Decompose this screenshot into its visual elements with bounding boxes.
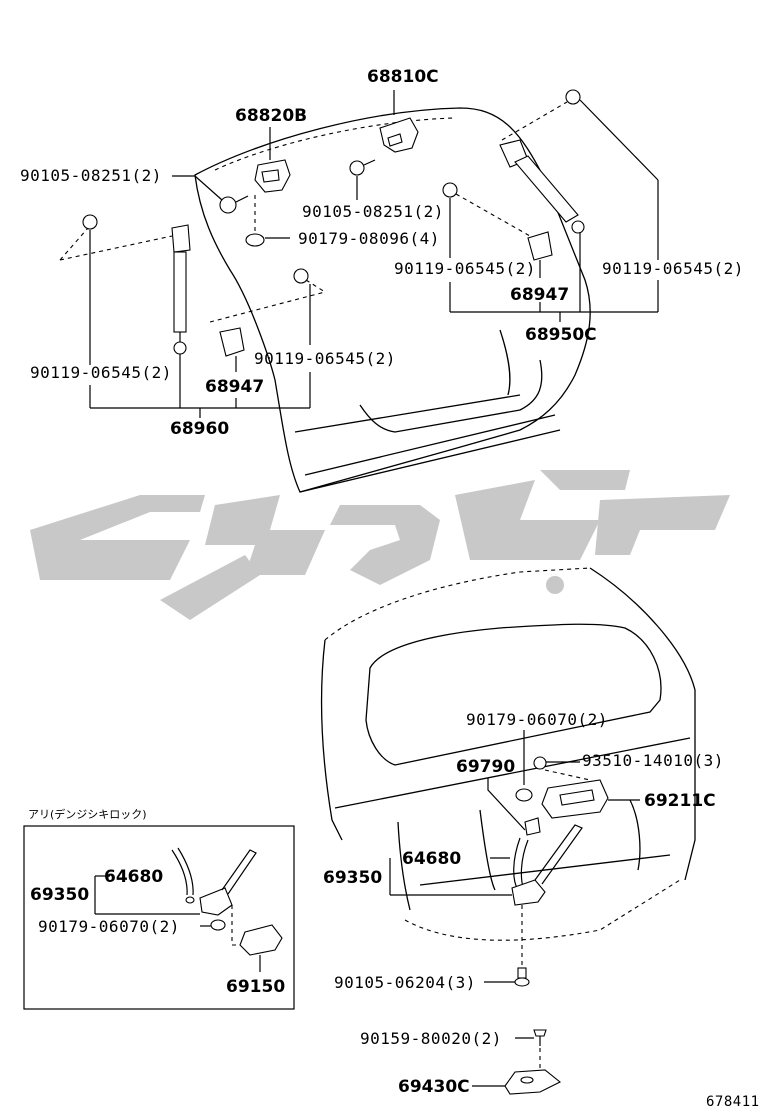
label-68947-right: 68947 [510, 285, 569, 305]
hinge-68810C [379, 90, 419, 153]
label-68947-left: 68947 [205, 377, 264, 397]
bolt-90105-06204 [484, 905, 530, 987]
cover-69430C [472, 1069, 562, 1095]
inset-caption: アリ(デンジシキロック) [28, 807, 147, 821]
watermark-logo [30, 470, 730, 620]
handle-69211C [541, 779, 640, 819]
door-inner-curve [499, 329, 511, 396]
label-90179-08096: 90179-08096(4) [298, 229, 440, 248]
rear-glass-opening [365, 623, 662, 766]
label-90119-06545-right-b: 90119-06545(2) [602, 259, 744, 278]
inset-frame [23, 825, 295, 1010]
label-90159-80020: 90159-80020(2) [360, 1029, 502, 1048]
inset-label-69350: 69350 [30, 885, 89, 905]
door-belt-line [294, 394, 521, 433]
door-lower-line [304, 414, 556, 476]
label-69430C: 69430C [398, 1077, 470, 1097]
cable-64680 [490, 837, 529, 891]
lower-back-door-panel [320, 567, 696, 941]
label-90105-08251-mid: 90105-08251(2) [302, 202, 444, 221]
screw-90159-80020 [515, 1029, 547, 1068]
label-69211C: 69211C [644, 791, 716, 811]
screw-93510-14010 [533, 756, 591, 781]
bolt-90105-08251-left [172, 175, 249, 214]
label-69790: 69790 [456, 757, 515, 777]
lower-door-left-side [320, 639, 343, 841]
license-recess-right [629, 799, 641, 871]
leader-68950C [449, 282, 658, 322]
label-64680: 64680 [402, 849, 461, 869]
bolt-90105-08251-mid [349, 159, 376, 200]
label-93510-14010: 93510-14010(3) [582, 751, 724, 770]
rod-69790 [487, 778, 541, 836]
label-90105-06204: 90105-06204(3) [334, 973, 476, 992]
bracket-68947-right [442, 182, 581, 312]
license-recess-inner-left [479, 809, 496, 891]
diagram-id: 678411 [706, 1094, 760, 1110]
door-edge-dashed [214, 117, 456, 171]
label-68960: 68960 [170, 419, 229, 439]
door-window-lower [359, 359, 543, 433]
gas-strut-left [59, 214, 191, 365]
hinge-68820B [254, 127, 291, 193]
label-68820B: 68820B [235, 106, 307, 126]
door-bottom-line [299, 429, 561, 493]
license-recess-bottom [419, 854, 671, 886]
lock-69350 [389, 824, 583, 906]
label-90179-06070: 90179-06070(2) [466, 710, 608, 729]
label-69350: 69350 [323, 868, 382, 888]
upper-back-door-panel [194, 107, 591, 493]
gas-strut-right [499, 89, 659, 312]
inset-label-69150: 69150 [226, 977, 285, 997]
license-recess-left [397, 821, 411, 911]
inset-label-64680: 64680 [104, 867, 163, 887]
lower-door-top-dashed [324, 567, 591, 641]
lower-door-right-side [589, 567, 696, 881]
label-90119-06545-left: 90119-06545(2) [30, 363, 172, 382]
inset-box [23, 825, 295, 1010]
label-68810C: 68810C [367, 67, 439, 87]
lower-belt-line [334, 737, 691, 809]
inset-label-90179-06070: 90179-06070(2) [38, 917, 180, 936]
bracket-68947-left [209, 268, 326, 372]
label-68950C: 68950C [525, 325, 597, 345]
back-door-outline [194, 107, 591, 493]
label-90119-06545-right-a: 90119-06545(2) [394, 259, 536, 278]
label-90119-06545-center: 90119-06545(2) [254, 349, 396, 368]
label-90105-08251-left: 90105-08251(2) [20, 166, 162, 185]
leader-68960 [89, 354, 311, 418]
clip-90179-08096 [245, 195, 290, 247]
grommet-90179-06070 [515, 730, 533, 802]
